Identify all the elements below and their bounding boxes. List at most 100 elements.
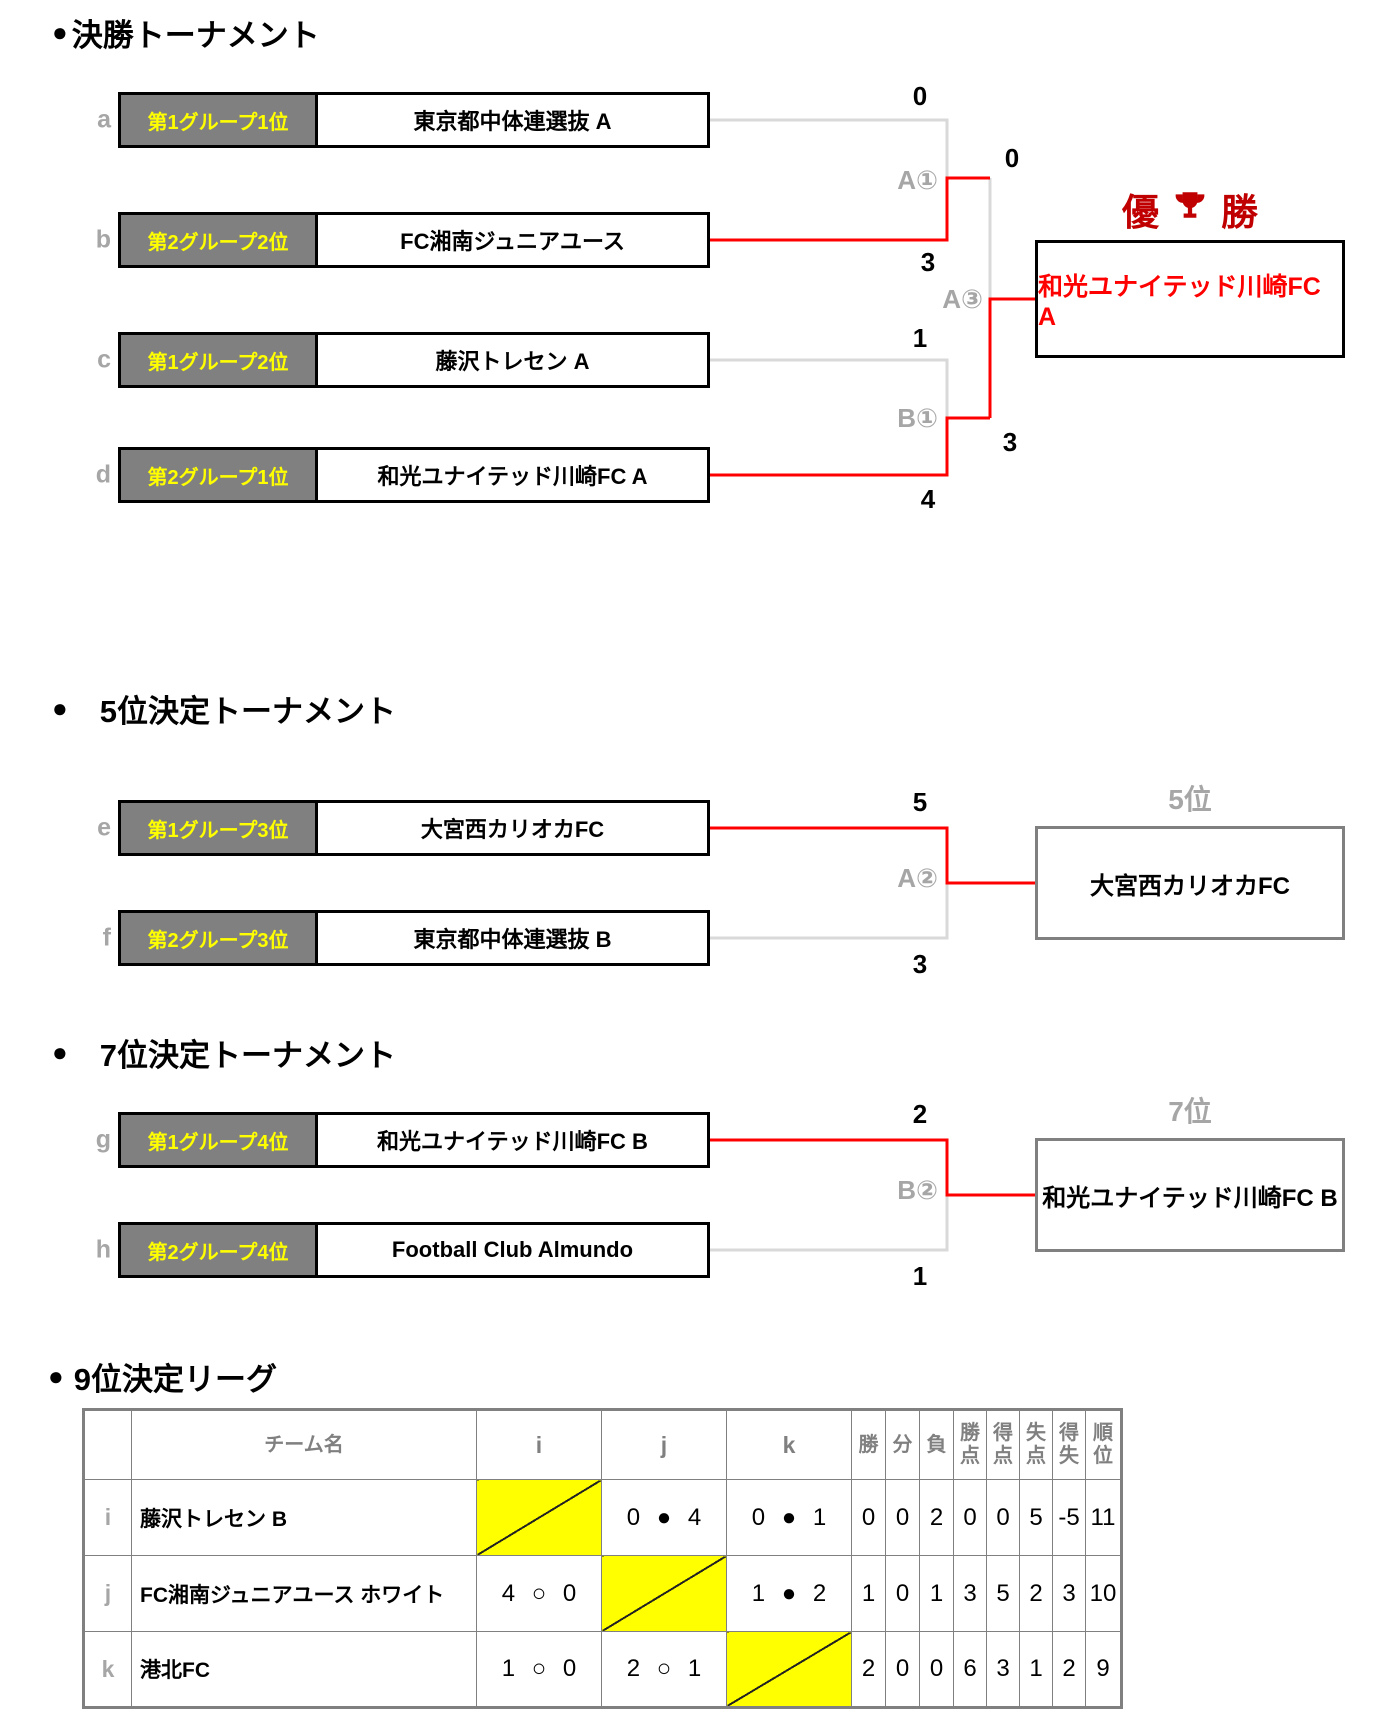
table-row-i: i 藤沢トレセン B 0 ● 4 0 ● 1 0 0 2 0 0 5 -5 11 [83, 1479, 1122, 1556]
seventh-title-text: 7位決定トーナメント [99, 1038, 396, 1073]
self-cell-j [601, 1555, 727, 1632]
header-col-j: j [601, 1409, 727, 1480]
final-title-text: 決勝トーナメント [71, 18, 320, 53]
result-i-vs-k: 0 ● 1 [726, 1479, 852, 1556]
score-e: 5 [912, 787, 928, 817]
header-goal-diff: 得失 [1052, 1409, 1086, 1480]
team-letter-a: a [97, 105, 111, 134]
match-label-a2: A② [897, 863, 938, 893]
stat-ga-j: 2 [1019, 1555, 1053, 1632]
team-box-f: f 第2グループ3位 東京都中体連選抜 B [103, 910, 710, 966]
stat-ga-i: 5 [1019, 1479, 1053, 1556]
score-c: 1 [912, 323, 928, 353]
result-j-vs-k: 1 ● 2 [726, 1555, 852, 1632]
result-k-vs-i: 1 ○ 0 [476, 1631, 602, 1708]
final-section-title: ● 決勝トーナメント [52, 10, 320, 55]
score-b: 3 [920, 247, 936, 277]
score-h: 1 [912, 1261, 928, 1291]
score-g: 2 [912, 1099, 928, 1129]
header-goals-against: 失点 [1019, 1409, 1053, 1480]
table-row-k: k 港北FC 1 ○ 0 2 ○ 1 2 0 0 6 3 1 2 9 [83, 1631, 1122, 1708]
row-team-i: 藤沢トレセン B [131, 1479, 477, 1556]
stat-points-i: 0 [953, 1479, 987, 1556]
seventh-section-title: ● 7位決定トーナメント [52, 1030, 396, 1075]
header-win: 勝 [851, 1409, 886, 1480]
result-j-vs-i: 4 ○ 0 [476, 1555, 602, 1632]
bullet-icon: ● [52, 693, 68, 723]
score-a: 0 [912, 81, 928, 111]
seventh-place-label: 7位 [1168, 1096, 1212, 1127]
self-cell-k [726, 1631, 852, 1708]
stat-rank-k: 9 [1085, 1631, 1122, 1708]
stat-draw-k: 0 [885, 1631, 920, 1708]
row-team-k: 港北FC [131, 1631, 477, 1708]
header-team: チーム名 [131, 1409, 477, 1480]
header-rank: 順位 [1085, 1409, 1122, 1480]
ninth-section-title: ● 9位決定リーグ [48, 1354, 277, 1399]
seventh-place-winner: 和光ユナイテッド川崎FC B [1042, 1184, 1338, 1212]
seventh-place-box: 和光ユナイテッド川崎FC B [1035, 1138, 1345, 1252]
trophy-icon [1173, 188, 1207, 231]
stat-points-j: 3 [953, 1555, 987, 1632]
table-header-row: チーム名 i j k 勝 分 負 勝点 得点 失点 得失 順位 [83, 1409, 1122, 1480]
fifth-place-label: 5位 [1168, 784, 1212, 815]
score-final-bottom: 3 [1002, 427, 1018, 457]
team-name-a: 東京都中体連選抜 A [413, 109, 612, 134]
team-name-g: 和光ユナイテッド川崎FC B [377, 1129, 648, 1154]
fifth-title-text: 5位決定トーナメント [99, 694, 396, 729]
team-box-g: g 第1グループ4位 和光ユナイテッド川崎FC B [96, 1112, 710, 1168]
result-k-vs-j: 2 ○ 1 [601, 1631, 727, 1708]
header-col-k: k [726, 1409, 852, 1480]
ninth-title-text: 9位決定リーグ [73, 1362, 277, 1397]
bullet-icon: ● [52, 17, 68, 47]
stat-draw-j: 0 [885, 1555, 920, 1632]
champion-heading-left: 優 [1122, 192, 1159, 233]
team-box-e: e 第1グループ3位 大宮西カリオカFC [97, 800, 710, 856]
team-box-h: h 第2グループ4位 Football Club Almundo [96, 1222, 710, 1278]
match-label-a1: A① [897, 165, 938, 195]
header-blank [83, 1409, 132, 1480]
fifth-place-winner: 大宮西カリオカFC [1090, 872, 1290, 900]
stat-rank-j: 10 [1085, 1555, 1122, 1632]
stat-loss-k: 0 [919, 1631, 954, 1708]
team-name-f: 東京都中体連選抜 B [413, 927, 612, 952]
team-seed-c: 第1グループ2位 [121, 335, 318, 385]
header-loss: 負 [919, 1409, 954, 1480]
team-letter-b: b [95, 225, 111, 254]
team-name-c: 藤沢トレセン A [435, 349, 590, 374]
team-box-c: c 第1グループ2位 藤沢トレセン A [97, 332, 710, 388]
match-label-b2: B② [897, 1175, 938, 1205]
champion-heading-right: 勝 [1221, 192, 1258, 233]
stat-ga-k: 1 [1019, 1631, 1053, 1708]
stat-gf-i: 0 [986, 1479, 1020, 1556]
team-seed-g: 第1グループ4位 [121, 1115, 318, 1165]
stat-loss-j: 1 [919, 1555, 954, 1632]
champion-name: 和光ユナイテッド川崎FC A [1038, 272, 1321, 331]
team-letter-d: d [95, 460, 111, 489]
header-col-i: i [476, 1409, 602, 1480]
team-name-b: FC湘南ジュニアユース [400, 229, 625, 254]
score-final-top: 0 [1004, 143, 1020, 173]
match-label-a3: A③ [942, 284, 983, 314]
row-team-j: FC湘南ジュニアユース ホワイト [131, 1555, 477, 1632]
self-cell-i [476, 1479, 602, 1556]
team-letter-e: e [97, 813, 111, 842]
fifth-section-title: ● 5位決定トーナメント [52, 686, 396, 731]
team-box-d: d 第2グループ1位 和光ユナイテッド川崎FC A [96, 447, 710, 503]
team-letter-h: h [95, 1235, 111, 1264]
team-box-a: a 第1グループ1位 東京都中体連選抜 A [97, 92, 710, 148]
stat-loss-i: 2 [919, 1479, 954, 1556]
team-seed-e: 第1グループ3位 [121, 803, 318, 853]
stat-draw-i: 0 [885, 1479, 920, 1556]
row-letter-i: i [83, 1479, 132, 1556]
table-row-j: j FC湘南ジュニアユース ホワイト 4 ○ 0 1 ● 2 1 0 1 3 5… [83, 1555, 1122, 1632]
header-draw: 分 [885, 1409, 920, 1480]
stat-gd-k: 2 [1052, 1631, 1086, 1708]
team-letter-f: f [102, 923, 111, 952]
team-seed-a: 第1グループ1位 [121, 95, 318, 145]
score-d: 4 [920, 484, 936, 514]
row-letter-j: j [83, 1555, 132, 1632]
stat-win-j: 1 [851, 1555, 886, 1632]
